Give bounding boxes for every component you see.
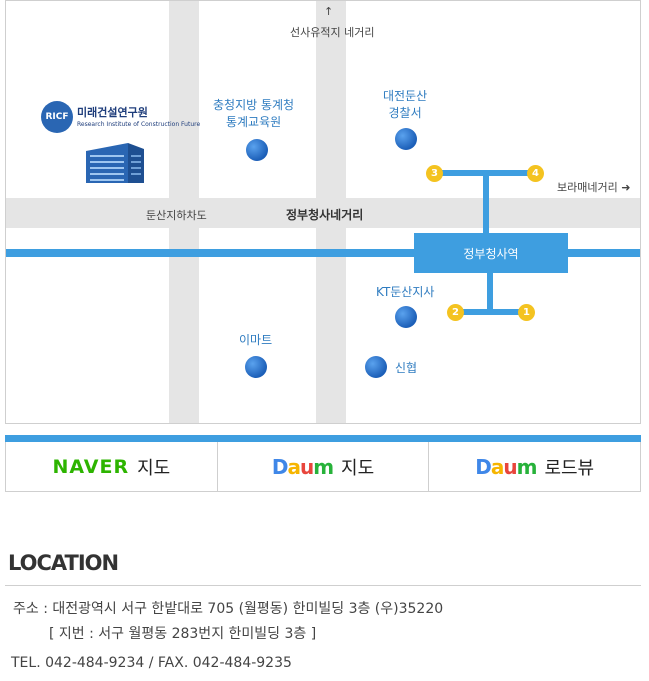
north-road-label: 선사유적지 네거리 <box>290 26 375 39</box>
naver-map-label: 지도 <box>137 457 171 479</box>
arrow-up-icon: ↑ <box>324 5 334 18</box>
exit-2-badge: 2 <box>447 304 464 321</box>
poi-police-marker <box>395 128 417 150</box>
poi-stats-line-2: 통계교육원 <box>225 115 282 129</box>
poi-kt-marker <box>395 306 417 328</box>
poi-stats-label: 충청지방 통계청 통계교육원 <box>213 97 294 131</box>
arrow-right-icon: ➜ <box>621 181 631 194</box>
naver-logo: NAVER <box>52 455 130 478</box>
lot-address-text: [ 지번 : 서구 월평동 283번지 한미빌딩 3층 ] <box>49 626 317 642</box>
map-divider <box>5 435 641 442</box>
exit-path-north <box>483 173 489 235</box>
address-text: 주소 : 대전광역시 서구 한밭대로 705 (월평동) 한미빌딩 3층 (우)… <box>13 601 444 617</box>
poi-emart-label: 이마트 <box>239 333 273 347</box>
daum-map-button[interactable]: Daum 지도 <box>216 442 429 491</box>
station-box: 정부청사역 <box>414 233 568 273</box>
poi-kt-label: KT둔산지사 <box>376 285 435 299</box>
location-map: 정부청사역 3 4 2 1 ↑ 선사유적지 네거리 보라매네거리 ➜ 둔산지하차… <box>5 0 641 424</box>
location-title: LOCATION <box>8 551 119 575</box>
subway-line <box>6 249 640 257</box>
daum-map-label: 지도 <box>341 457 375 479</box>
contact-text: TEL. 042-484-9234 / FAX. 042-484-9235 <box>11 655 292 671</box>
exit-path-south-branch <box>457 309 529 315</box>
exit-1-badge: 1 <box>518 304 535 321</box>
poi-shinhyup-label: 신협 <box>395 361 418 375</box>
poi-shinhyup-marker <box>365 356 387 378</box>
road-horizontal <box>6 198 640 228</box>
location-divider <box>5 585 641 586</box>
ricf-logo-name: 미래건설연구원 <box>77 106 148 119</box>
ricf-logo-subtitle: Research Institute of Construction Futur… <box>77 121 201 128</box>
exit-4-badge: 4 <box>527 165 544 182</box>
naver-map-button[interactable]: NAVER 지도 <box>6 442 217 491</box>
poi-police-line-1: 대전둔산 <box>383 89 428 103</box>
exit-path-south <box>487 271 493 313</box>
poi-emart-marker <box>245 356 267 378</box>
east-road-label: 보라매네거리 ➜ <box>557 179 630 195</box>
poi-police-line-2: 경찰서 <box>388 106 422 120</box>
daum-logo: Daum <box>271 454 334 479</box>
station-label: 정부청사역 <box>463 246 519 261</box>
poi-stats-line-1: 충청지방 통계청 <box>213 98 295 112</box>
daum-roadview-label: 로드뷰 <box>544 457 595 479</box>
map-links: NAVER 지도 Daum 지도 Daum 로드뷰 <box>5 442 641 492</box>
intersection-label: 정부청사네거리 <box>286 208 364 222</box>
daum-roadview-button[interactable]: Daum 로드뷰 <box>428 442 640 491</box>
poi-police-label: 대전둔산 경찰서 <box>383 88 427 122</box>
ricf-logo-mark: RICF <box>41 101 73 133</box>
poi-stats-marker <box>246 139 268 161</box>
daum-logo-roadview: Daum <box>475 454 537 479</box>
building-icon <box>86 143 144 183</box>
exit-path-north-branch <box>434 170 538 176</box>
east-road-text: 보라매네거리 <box>557 181 618 194</box>
underpass-label: 둔산지하차도 <box>146 209 207 222</box>
exit-3-badge: 3 <box>426 165 443 182</box>
